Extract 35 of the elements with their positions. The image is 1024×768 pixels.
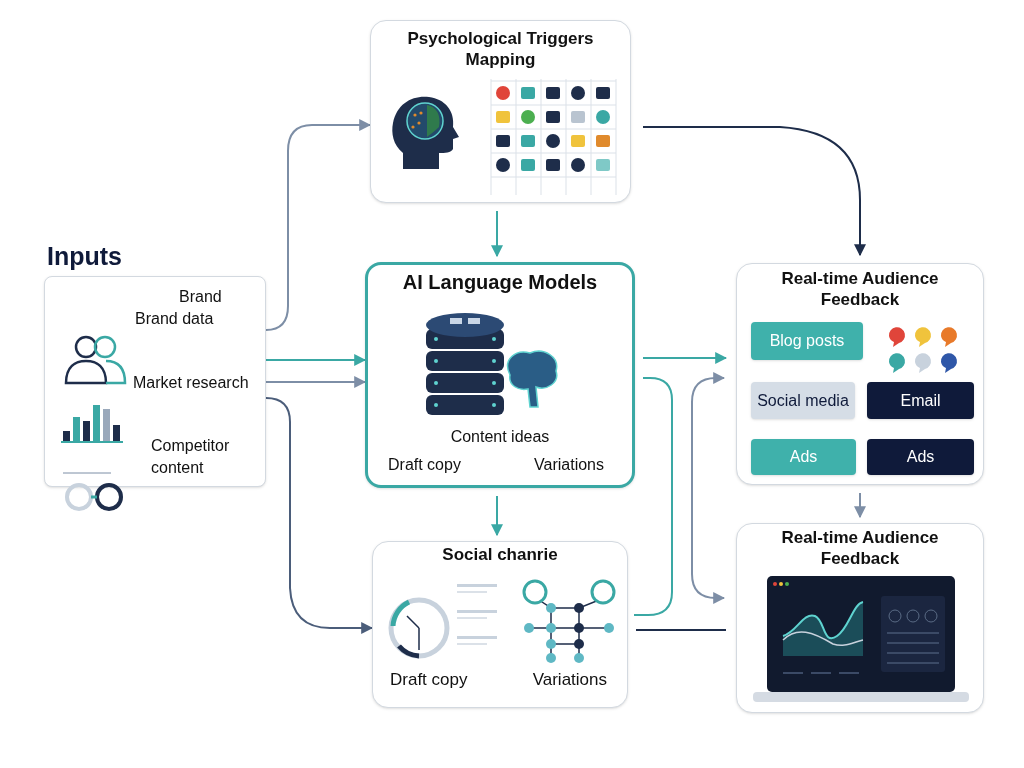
arrow	[642, 126, 866, 257]
box-heading: Real-time Audience Feedback	[780, 527, 940, 570]
arrow	[265, 376, 367, 388]
channel-chip: Ads	[751, 439, 856, 475]
output-label: Variations	[534, 455, 604, 475]
input-label: Brand data	[135, 309, 214, 329]
output-label: Variations	[532, 669, 607, 691]
arrow	[691, 372, 726, 604]
channel-chip: Email	[867, 382, 974, 419]
output-label: Draft copy	[390, 669, 468, 691]
box-heading: Psychological Triggers Mapping	[406, 28, 595, 71]
channel-chip: Blog posts	[751, 322, 863, 360]
arrow	[854, 492, 866, 519]
arrow	[491, 210, 503, 258]
output-label: Draft copy	[388, 455, 461, 475]
input-label: Competitor content	[151, 436, 231, 478]
output-label: Content ideas	[449, 427, 551, 447]
process-box	[370, 20, 631, 203]
box-heading: AI Language Models	[401, 270, 599, 295]
process-box	[365, 262, 635, 488]
arrow	[265, 354, 367, 366]
process-box	[372, 541, 628, 708]
channel-chip: Social media	[751, 382, 855, 419]
arrow	[642, 352, 728, 364]
arrow	[491, 495, 503, 537]
box-heading: Real-time Audience Feedback	[780, 268, 940, 311]
section-heading: Inputs	[47, 241, 122, 272]
input-label: Market research	[133, 373, 249, 393]
input-label: Brand	[179, 287, 222, 307]
arrow	[265, 397, 374, 634]
arrow	[265, 119, 372, 331]
channel-chip: Ads	[867, 439, 974, 475]
process-box	[736, 263, 984, 485]
box-heading: Social chanrie	[441, 544, 559, 566]
process-box	[736, 523, 984, 713]
